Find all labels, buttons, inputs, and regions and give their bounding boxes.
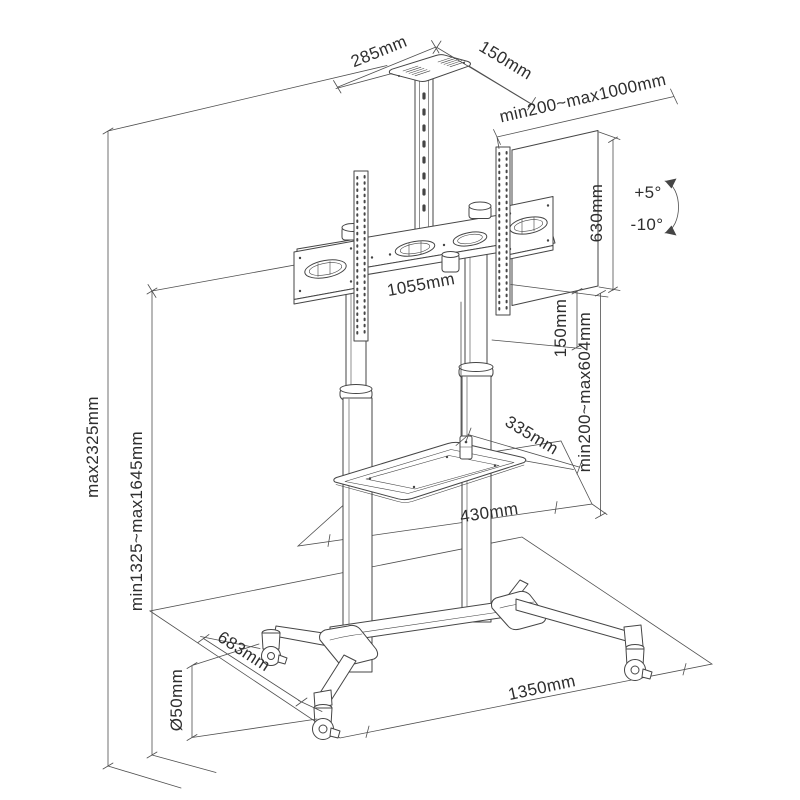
dim-label-tilt-up: +5° bbox=[634, 183, 661, 202]
dim-gap-and-shelf-range bbox=[491, 284, 609, 519]
av-shelf bbox=[333, 301, 527, 503]
dim-label-bracket-shelf-gap: 150mm bbox=[551, 299, 570, 358]
top-pole bbox=[414, 76, 434, 233]
boot-left bbox=[319, 624, 379, 667]
shelf-plane bbox=[296, 440, 608, 547]
dim-base-depth bbox=[197, 634, 323, 712]
crossbar-spacer-cup-right bbox=[468, 201, 492, 219]
caster-front-right bbox=[624, 644, 653, 681]
dim-caster-diameter bbox=[186, 643, 318, 741]
dim-label-tilt-down: -10° bbox=[631, 215, 664, 234]
tilt-bracket bbox=[504, 196, 554, 261]
vesa-rail-right bbox=[495, 146, 511, 316]
tilt-arc bbox=[664, 178, 679, 236]
dim-label-crossbar-width: 1055mm bbox=[386, 269, 457, 300]
dim-label-base-width: 1350mm bbox=[506, 671, 577, 704]
dim-label-shelf-height-range: min200~max604mm bbox=[575, 312, 594, 473]
leg-front-right bbox=[515, 598, 644, 649]
dim-label-shelf-depth: 335mm bbox=[502, 412, 562, 459]
crossbar-left-plate bbox=[293, 240, 358, 305]
floor-plane bbox=[148, 536, 714, 739]
dim-label-panel-height: 630mm bbox=[587, 184, 606, 243]
dim-label-tray-width: 285mm bbox=[348, 32, 410, 72]
tray-vent-grille-right bbox=[437, 56, 466, 68]
caster-front-left bbox=[312, 689, 341, 740]
shelf-clamp bbox=[459, 435, 473, 460]
crossbar-knob bbox=[441, 251, 460, 273]
dim-vesa-range bbox=[493, 88, 678, 149]
camera-tray bbox=[388, 54, 471, 82]
dim-label-column-height-range: min1325~max1645mm bbox=[127, 431, 146, 611]
dim-panel-height bbox=[598, 131, 621, 293]
dim-label-caster-diameter: Ø50mm bbox=[167, 669, 186, 731]
caster-rear-left bbox=[261, 629, 288, 666]
column-right bbox=[458, 241, 494, 623]
dim-overall-height bbox=[102, 65, 388, 789]
dim-label-overall-max-height: max2325mm bbox=[83, 396, 102, 498]
dim-tray-depth bbox=[432, 40, 536, 111]
tray-vent-grille-left bbox=[402, 65, 431, 77]
base-assembly bbox=[261, 579, 653, 740]
dim-tray-width bbox=[333, 40, 440, 94]
vesa-rail-left bbox=[353, 170, 369, 342]
dim-shelf-depth bbox=[455, 427, 583, 475]
